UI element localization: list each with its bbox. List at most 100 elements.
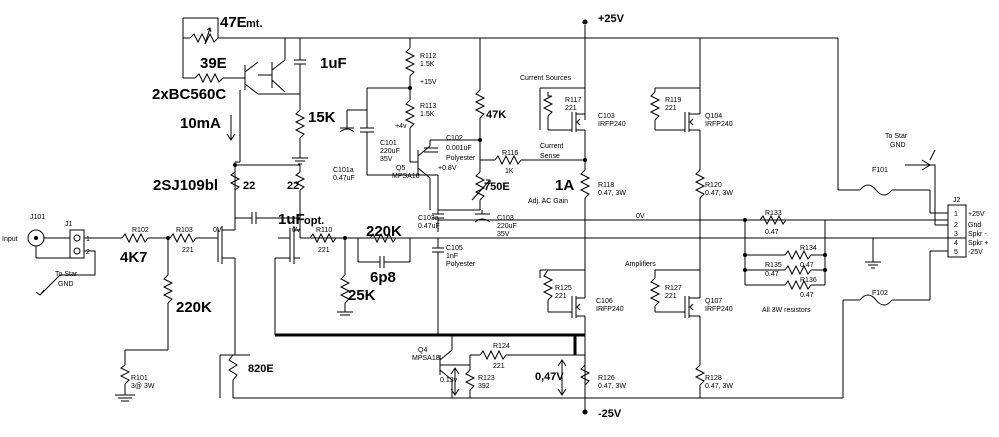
label-j1: J1: [65, 221, 73, 228]
label-gnd-left: GND: [58, 281, 74, 288]
node-o4: [823, 253, 827, 257]
label-220k-fb: 220K: [366, 223, 402, 240]
label-r113v: 1.5K: [420, 111, 435, 118]
label-j2-1: +25V: [968, 211, 985, 218]
jfet-right: [274, 226, 300, 335]
label-bc560: 2xBC560C: [152, 86, 226, 103]
resistor-r124: [479, 349, 507, 361]
label-r103v: 221: [182, 247, 194, 254]
label-0v-a: 0V: [213, 227, 222, 234]
node-sense: [583, 158, 587, 162]
mosfet-q107: [684, 296, 700, 318]
label-c102v1: 0.001uF: [446, 145, 472, 152]
label-r124v: 221: [493, 363, 505, 370]
resistor-r135: [784, 264, 812, 276]
label-r112v: 1.5K: [420, 61, 435, 68]
resistor-r128: [694, 364, 706, 386]
input-jack-j101: [27, 229, 70, 259]
label-pin5: 5: [954, 249, 958, 256]
label-j2-5: -25V: [968, 249, 983, 256]
rail-negative: [233, 300, 844, 412]
resistor-22b: [294, 171, 306, 191]
resistor-r112: [404, 47, 416, 77]
label-1a: 1A: [555, 177, 574, 194]
label-q4: Q4: [418, 347, 427, 354]
label-22a: 22: [243, 180, 255, 192]
label-c103: C103: [497, 215, 514, 222]
label-r136v: 0.47: [800, 292, 814, 299]
label-c105: C105: [446, 245, 463, 252]
label-47k: 47K: [486, 109, 506, 121]
rail-pos-terminal: [582, 19, 588, 25]
connector-j1: [69, 229, 85, 259]
label-c105v2: Polyester: [446, 261, 476, 268]
label-j101: J101: [30, 214, 45, 221]
label-r110: R110: [316, 227, 332, 234]
label-1uf-top: 1uF: [320, 55, 347, 72]
label-c103q: C103: [598, 113, 615, 120]
label-750e: 750E: [484, 181, 510, 193]
label-c101: C101: [380, 140, 397, 147]
resistor-820e: [228, 354, 238, 381]
trim-pot-47e[interactable]: [189, 27, 219, 45]
label-08v: +0.8V: [438, 165, 457, 172]
label-r113: R113: [420, 103, 436, 110]
label-r128v: 0.47, 3W: [705, 383, 733, 390]
label-pin2: 2: [954, 222, 958, 229]
label-j2-3: Spkr -: [968, 231, 987, 238]
label-j2-2: Gnd: [968, 222, 981, 229]
label-c101av: 0.47uF: [333, 175, 355, 182]
resistor-r125: [542, 269, 554, 301]
resistor-25k: [339, 274, 351, 304]
label-10ma: 10mA: [180, 115, 221, 132]
j1-pin1: [73, 234, 81, 242]
label-r125: R125: [555, 285, 572, 292]
label-r101v: 3@ 3W: [131, 383, 155, 390]
label-c103v2: 35V: [497, 231, 510, 238]
label-q5: Q5: [396, 165, 405, 172]
label-013v: 0.13v: [440, 377, 458, 384]
label-f101: F101: [872, 167, 888, 174]
label-0v: 0V: [636, 213, 645, 220]
label-r126v: 0.47, 3W: [598, 383, 626, 390]
transistor-bc560-a: [244, 61, 259, 95]
label-q104: Q104: [705, 113, 722, 120]
label-tostar-right: To Star: [885, 133, 908, 140]
trim-pot-750e[interactable]: [474, 171, 486, 201]
label-c103av: 0.47uF: [418, 223, 440, 230]
label-c101v2: 35V: [380, 156, 393, 163]
label-r124: R124: [493, 343, 510, 350]
label-amplifiers: Amplifiers: [625, 261, 656, 268]
mosfet-q104: [684, 112, 700, 132]
label-r120: R120: [705, 182, 722, 189]
label-opt: opt.: [304, 215, 324, 227]
resistor-r117: [542, 92, 554, 117]
resistor-r127: [649, 277, 661, 307]
fuse-f102: [859, 294, 893, 306]
label-r117: R117: [565, 97, 581, 104]
label-r126: R126: [598, 375, 615, 382]
label-r118: R118: [598, 182, 614, 189]
node-o3: [743, 268, 747, 272]
label-4k7: 4K7: [120, 249, 148, 266]
label-f102: F102: [872, 290, 888, 297]
label-r120v: 0.47, 3W: [705, 190, 733, 197]
node-o2: [743, 253, 747, 257]
label-c103a: C103a: [418, 215, 439, 222]
label-q5v: MPSA18: [392, 173, 420, 180]
label-r133v: 0.47: [765, 229, 779, 236]
label-irfp3: IRFP240: [596, 306, 624, 313]
label-15k: 15K: [308, 109, 336, 126]
resistor-r116: [494, 154, 522, 166]
resistor-22a: [229, 171, 241, 191]
label-pin3: 3: [954, 231, 958, 238]
label-jfet: 2SJ109bl: [153, 177, 218, 194]
resistor-47k: [474, 89, 486, 119]
label-r119v: 221: [665, 105, 677, 112]
resistor-r134: [784, 249, 812, 261]
label-r103: R103: [176, 227, 193, 234]
resistor-r102: [121, 232, 149, 244]
label-r116: R116: [502, 150, 518, 157]
label-j2: J2: [953, 197, 961, 204]
